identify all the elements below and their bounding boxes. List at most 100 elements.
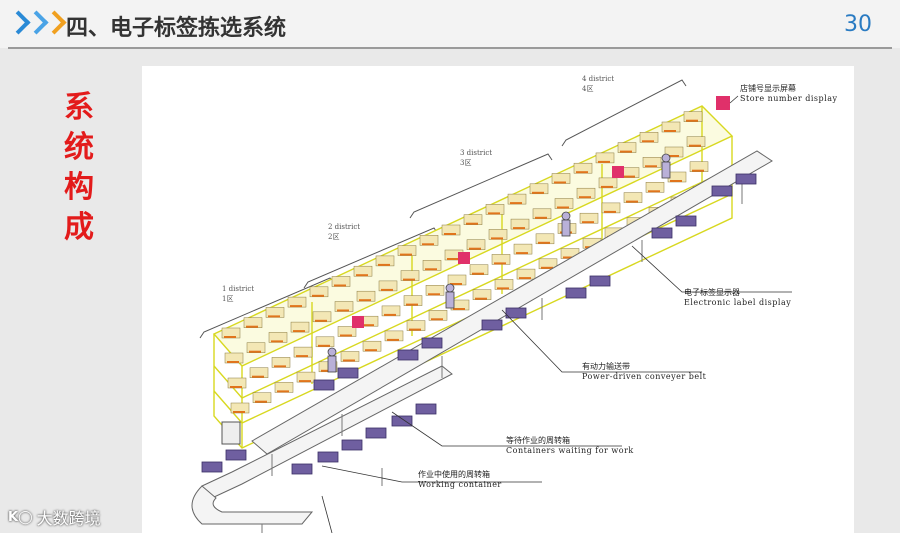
carton-stripe [277,390,289,392]
carton-stripe [516,252,528,254]
container [318,452,338,462]
district-label: 4 district 4区 [582,74,614,94]
carton-stripe [293,330,305,332]
carton-stripe [670,180,682,182]
carton-stripe [381,289,393,291]
carton-stripe [359,299,371,301]
container [590,276,610,286]
carton-stripe [538,242,550,244]
carton-stripe [387,339,399,341]
container [338,368,358,378]
carton-stripe [557,207,569,209]
carton-stripe [645,165,657,167]
callout-store-display: 店铺号显示屏幕 Store number display [740,84,837,104]
callout-waiting-containers: 等待作业的周转箱 Containers waiting for work [506,436,634,456]
carton-stripe [444,233,456,235]
carton-stripe [246,326,258,328]
district-en: 1 district [222,285,254,293]
carton-stripe [255,401,267,403]
side-title-char: 成 [62,208,96,248]
carton-stripe [378,264,390,266]
container [712,186,732,196]
carton-stripe [315,320,327,322]
system-diagram: 1 district 1区 2 district 2区 3 district 3… [142,66,854,533]
carton-stripe [535,217,547,219]
carton-stripe [384,314,396,316]
side-title-char: 构 [62,168,96,208]
carton-stripe [230,386,242,388]
carton-stripe [431,318,443,320]
side-title: 系 统 构 成 [62,88,96,248]
logo-text: 大数跨境 [37,505,101,529]
carton-stripe [334,285,346,287]
carton-stripe [343,360,355,362]
header-bar: 四、电子标签拣选系统 30 [0,0,900,48]
carton-stripe [227,361,239,363]
container [736,174,756,184]
carton-stripe [579,196,591,198]
container [392,416,412,426]
carton-stripe [365,349,377,351]
carton-stripe [620,151,632,153]
carton-stripe [466,223,478,225]
carton-stripe [469,248,481,250]
watermark-logo: K◯ 大数跨境 [8,505,101,529]
container [398,350,418,360]
carton-stripe [409,329,421,331]
carton-stripe [604,211,616,213]
carton-stripe [689,145,701,147]
carton-stripe [224,336,236,338]
container [482,320,502,330]
district-zh: 4区 [582,85,593,93]
carton-stripe [406,304,418,306]
container [342,440,362,450]
carton-stripe [233,411,245,413]
carton-stripe [598,161,610,163]
container [226,450,246,460]
carton-stripe [513,227,525,229]
carton-stripe [290,305,302,307]
district-en: 2 district [328,223,360,231]
district-label: 2 district 2区 [328,222,360,242]
container [292,464,312,474]
carton-stripe [337,310,349,312]
container [652,228,672,238]
carton-stripe [274,365,286,367]
container [676,216,696,226]
chevrons-icon [10,14,64,31]
carton-stripe [601,186,613,188]
carton-stripe [494,262,506,264]
side-title-char: 统 [62,128,96,168]
carton-stripe [271,340,283,342]
carton-stripe [318,345,330,347]
district-zh: 1区 [222,295,233,303]
carton-stripe [428,293,440,295]
carton-stripe [296,355,308,357]
district-en: 3 district [460,149,492,157]
callout-label-display: 电子标签显示器 Electronic label display [684,288,791,308]
side-title-char: 系 [62,88,96,128]
container [202,462,222,472]
callout-working-container: 作业中使用的周转箱 Working container [418,470,502,490]
container [314,380,334,390]
carton-stripe [425,268,437,270]
district-zh: 3区 [460,159,471,167]
carton-stripe [299,380,311,382]
carton-stripe [642,140,654,142]
carton-stripe [510,202,522,204]
carton-stripe [422,243,434,245]
page-number: 30 [844,12,872,37]
page-title: 四、电子标签拣选系统 [66,10,286,42]
carton-stripe [491,237,503,239]
callout-conveyor: 有动力输送带 Power-driven conveyer belt [582,362,706,382]
carton-stripe [453,308,465,310]
carton-stripe [582,221,594,223]
carton-stripe [686,120,698,122]
district-label: 1 district 1区 [222,284,254,304]
carton-stripe [648,190,660,192]
logo-mark: K◯ [8,510,33,525]
carton-stripe [340,335,352,337]
carton-stripe [356,274,368,276]
carton-stripe [532,192,544,194]
carton-stripe [664,130,676,132]
